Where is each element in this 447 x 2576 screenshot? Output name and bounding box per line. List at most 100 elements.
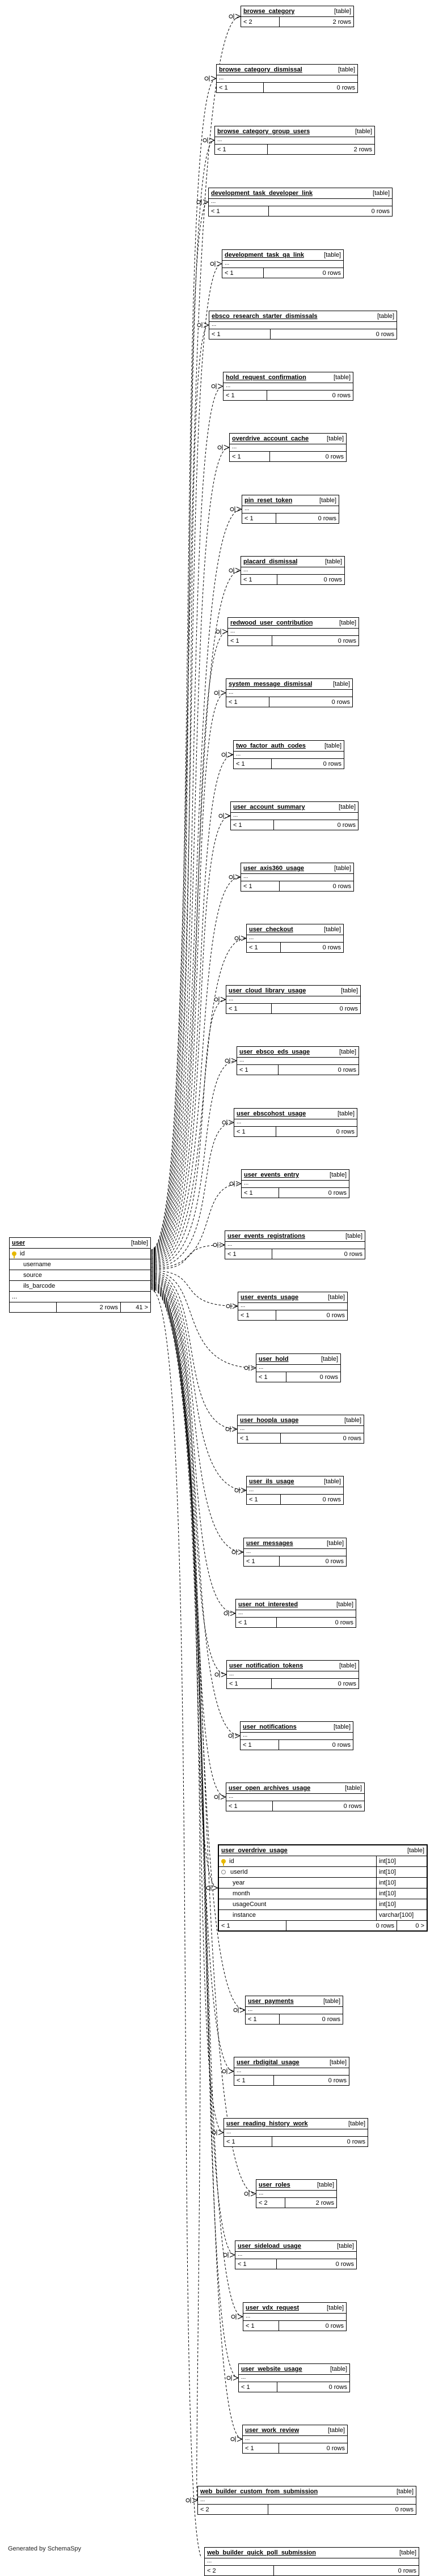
parents-count[interactable]: < 1 [243, 2321, 280, 2331]
table-name[interactable]: user_messages [246, 1540, 293, 1547]
table-name[interactable]: user [12, 1240, 26, 1246]
parents-count[interactable]: < 1 [217, 83, 264, 92]
table-name[interactable]: user_reading_history_work [226, 2120, 308, 2127]
children-count[interactable]: 0 > [415, 1922, 424, 1929]
table-web-builder-quick-poll-submission[interactable]: web_builder_quick_poll_submission[table]… [204, 2547, 419, 2576]
table-name[interactable]: user_cloud_library_usage [229, 987, 306, 994]
parents-count[interactable]: < 1 [227, 1679, 272, 1688]
parents-count[interactable]: < 1 [236, 1618, 277, 1627]
table-name[interactable]: user_notifications [243, 1724, 297, 1730]
table-name[interactable]: user_axis360_usage [243, 865, 305, 872]
parents-count[interactable]: < 1 [241, 881, 280, 891]
parents-count[interactable]: < 1 [241, 575, 277, 584]
table-name[interactable]: user_not_interested [238, 1601, 298, 1608]
table-browse-category-group-users[interactable]: browse_category_group_users[table]...< 1… [214, 126, 375, 155]
table-name[interactable]: user_work_review [245, 2427, 300, 2434]
table-name[interactable]: user_payments [248, 1998, 294, 2005]
table-name[interactable]: ebsco_research_starter_dismissals [212, 313, 318, 320]
table-name[interactable]: user_ils_usage [249, 1478, 294, 1485]
parents-count[interactable]: < 1 [238, 1433, 281, 1443]
parents-count[interactable]: < 1 [209, 329, 271, 339]
parents-count[interactable]: < 1 [234, 2076, 274, 2085]
table-name[interactable]: user_events_registrations [227, 1233, 305, 1240]
table-name[interactable]: user_hoopla_usage [240, 1417, 299, 1424]
table-name[interactable]: overdrive_account_cache [232, 435, 309, 442]
table-name[interactable]: user_notification_tokens [229, 1662, 303, 1669]
parents-count[interactable]: < 1 [238, 1310, 276, 1320]
parents-count[interactable]: < 1 [209, 206, 269, 216]
parents-count[interactable]: < 1 [230, 452, 270, 461]
parents-count[interactable]: < 1 [241, 1740, 280, 1750]
table-name[interactable]: user_events_usage [241, 1294, 299, 1301]
parents-count[interactable]: < 1 [231, 820, 275, 830]
table-user[interactable]: user [table] id username source ils_barc… [9, 1237, 151, 1313]
parents-count[interactable]: < 1 [225, 1249, 272, 1259]
table-name[interactable]: browse_category_dismissal [219, 66, 302, 73]
parents-count[interactable]: < 2 [198, 2505, 269, 2514]
table-name[interactable]: hold_request_confirmation [226, 374, 306, 381]
parents-count[interactable]: < 1 [234, 1127, 276, 1136]
table-name[interactable]: browse_category [243, 8, 295, 15]
table-name[interactable]: development_task_developer_link [211, 190, 313, 197]
table-name[interactable]: user_checkout [249, 926, 293, 933]
table-name[interactable]: pin_reset_token [244, 497, 293, 504]
parents-count[interactable]: < 1 [239, 2382, 277, 2392]
table-name[interactable]: system_message_dismissal [229, 681, 313, 688]
parents-count[interactable]: < 1 [237, 1065, 279, 1075]
table-name[interactable]: user_ebscohost_usage [237, 1110, 306, 1117]
table-name[interactable]: user_website_usage [241, 2366, 302, 2373]
parents-count[interactable]: < 1 [234, 759, 272, 769]
parents-count[interactable]: < 1 [226, 1801, 273, 1811]
table-name[interactable]: user_open_archives_usage [229, 1785, 311, 1792]
table-name[interactable]: user_account_summary [233, 804, 305, 810]
table-name[interactable]: user_ebsco_eds_usage [239, 1049, 310, 1055]
parents-count[interactable]: < 1 [222, 268, 264, 278]
parents-count[interactable]: < 1 [247, 943, 281, 952]
parents-count[interactable]: < 1 [242, 513, 276, 523]
parents-count[interactable]: < 1 [224, 2137, 272, 2146]
table-name[interactable]: user_vdx_request [246, 2305, 300, 2311]
parents-count[interactable]: < 1 [256, 1372, 287, 1382]
parents-count[interactable]: < 1 [219, 1921, 286, 1930]
parents-count[interactable]: < 1 [246, 2014, 280, 2024]
table-name[interactable]: web_builder_quick_poll_submission [207, 2549, 316, 2556]
table-name[interactable]: web_builder_custom_from_submission [200, 2488, 318, 2495]
table-name[interactable]: two_factor_auth_codes [236, 742, 306, 749]
parents-count[interactable]: < 1 [226, 1004, 272, 1013]
table-name[interactable]: browse_category_group_users [217, 128, 310, 135]
parents-count[interactable]: < 1 [226, 697, 269, 707]
parents-count[interactable]: < 2 [241, 17, 280, 27]
table-name[interactable]: placard_dismissal [243, 558, 298, 565]
